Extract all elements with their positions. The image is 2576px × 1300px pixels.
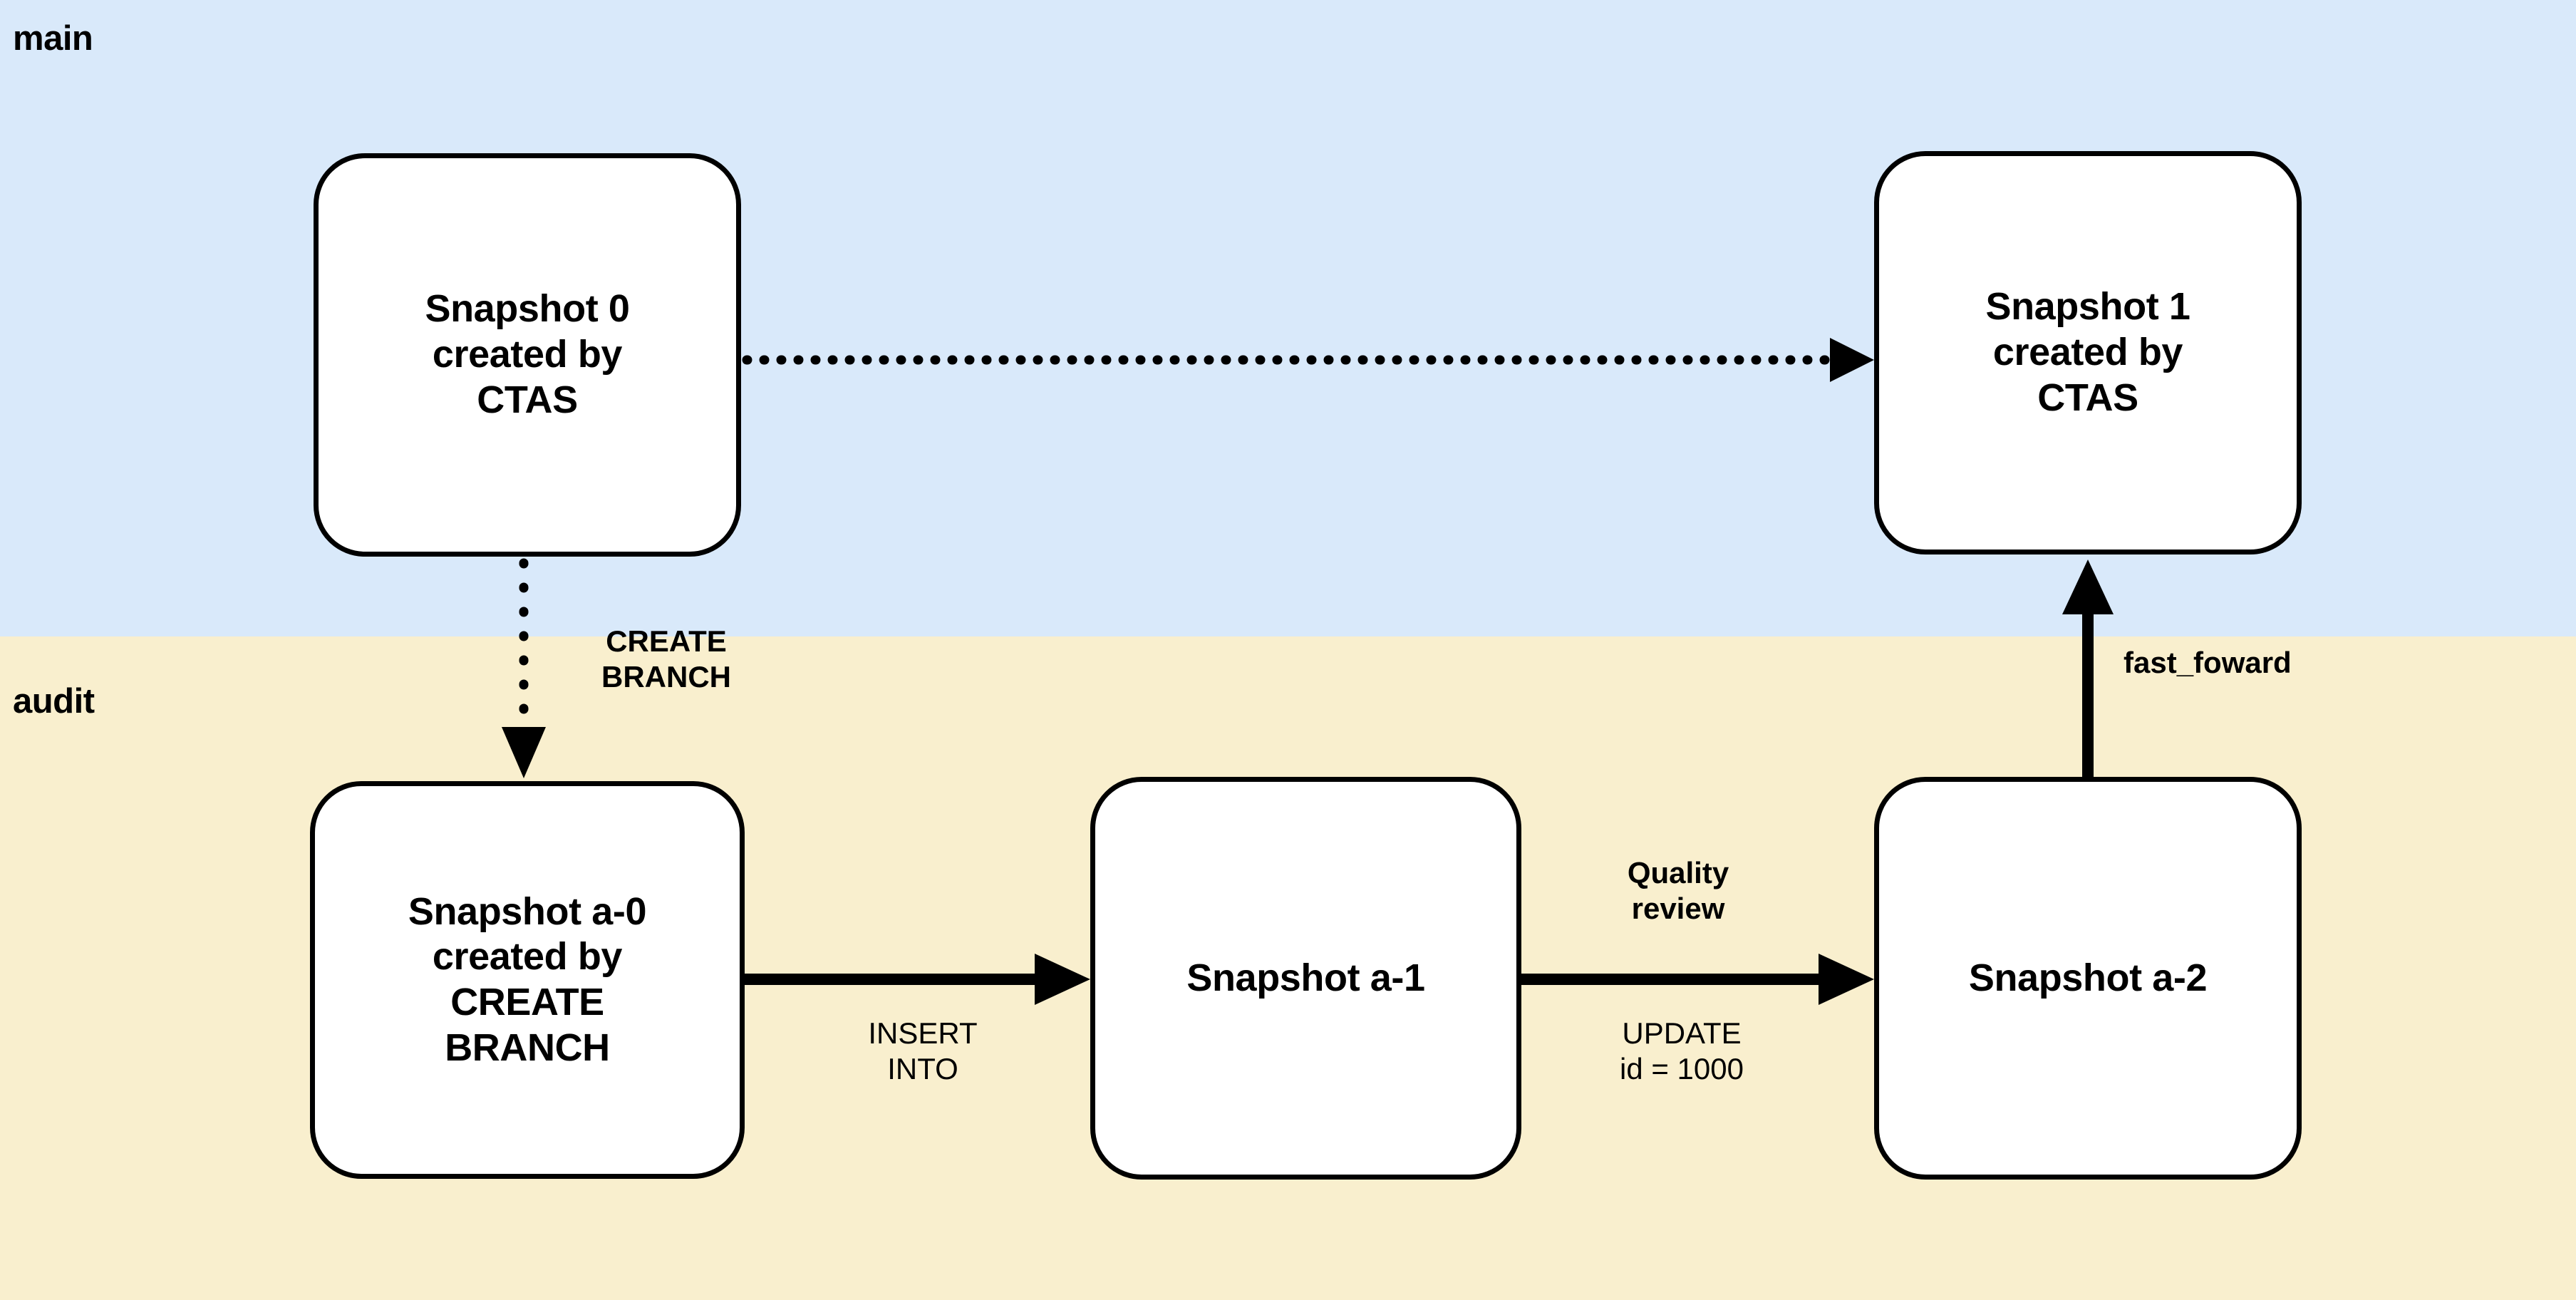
swimlane-label-audit: audit — [13, 682, 95, 721]
node-snapshot-0[interactable]: Snapshot 0 created by CTAS — [314, 153, 741, 557]
node-snapshot-a-2[interactable]: Snapshot a-2 — [1874, 777, 2302, 1180]
node-snapshot-a-0[interactable]: Snapshot a-0 created by CREATE BRANCH — [310, 781, 745, 1179]
node-snapshot-0-label: Snapshot 0 created by CTAS — [425, 287, 630, 421]
node-snapshot-a-0-label: Snapshot a-0 created by CREATE BRANCH — [408, 889, 647, 1069]
edge-label-fast-foward: fast_foward — [2124, 646, 2292, 679]
node-snapshot-a-1[interactable]: Snapshot a-1 — [1090, 777, 1521, 1180]
edge-label-quality-review: Quality review — [1627, 856, 1729, 925]
swimlane-label-main: main — [13, 19, 93, 58]
edge-label-update-id: UPDATE id = 1000 — [1620, 1016, 1744, 1085]
node-snapshot-a-1-label: Snapshot a-1 — [1186, 956, 1425, 999]
node-snapshot-a-2-label: Snapshot a-2 — [1968, 956, 2208, 999]
node-snapshot-1-label: Snapshot 1 created by CTAS — [1985, 285, 2190, 419]
edge-label-insert-into: INSERT INTO — [868, 1016, 978, 1085]
edge-label-create-branch: CREATE BRANCH — [601, 624, 731, 693]
node-snapshot-1[interactable]: Snapshot 1 created by CTAS — [1874, 151, 2302, 554]
